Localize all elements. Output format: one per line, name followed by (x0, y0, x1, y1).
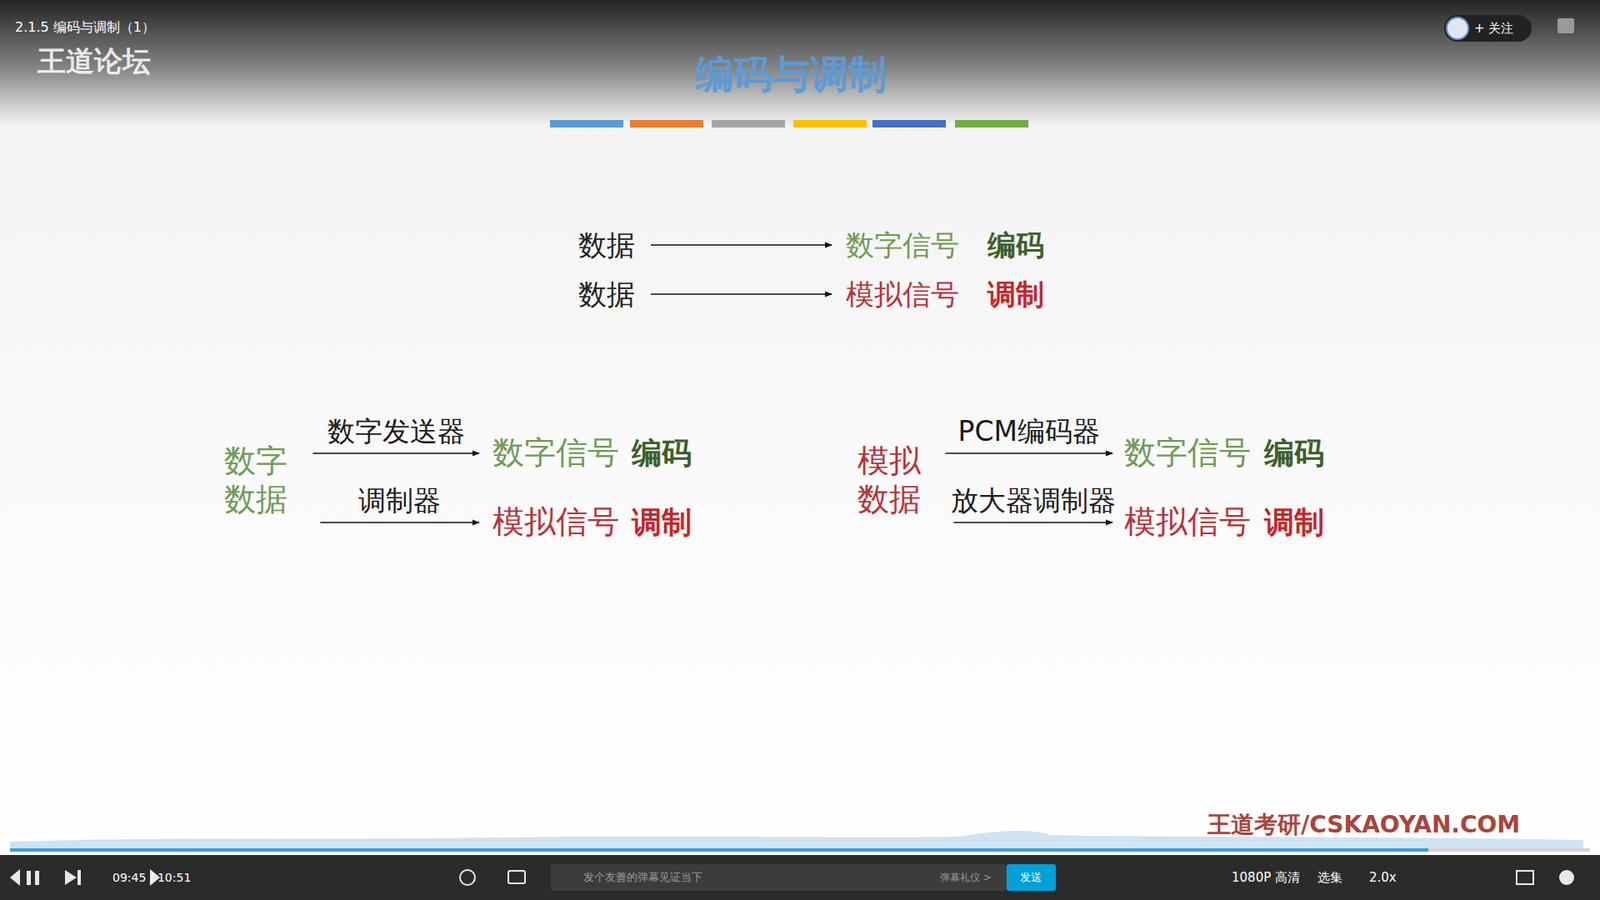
send-label: 发送 (1020, 870, 1042, 885)
progress-played (10, 848, 1429, 852)
node-text: 数字信号 (492, 434, 620, 473)
top-shade (0, 0, 1600, 125)
node-text: 数字信号 (1124, 434, 1251, 473)
arrow-connector (312, 452, 480, 455)
avatar (1446, 17, 1469, 40)
modulate-tag: 调制 (631, 504, 692, 540)
node-text: 数据 (578, 228, 635, 263)
follow-pill (1444, 15, 1532, 42)
text-node: 数字信号 (1124, 434, 1251, 473)
encode-tag: 编码 (987, 228, 1045, 263)
node-text: 模拟信号 (845, 277, 960, 312)
node-text: 数字 数据 (224, 441, 297, 520)
episodes-label: 选集 (1317, 870, 1343, 885)
speed-label: 2.0x (1369, 870, 1397, 885)
node-text: 模拟信号 (492, 503, 620, 542)
modulate-tag: 调制 (987, 277, 1045, 312)
help-icon (1557, 18, 1575, 34)
slide-title: 编码与调制 (695, 51, 887, 98)
time-display: 09:45 / 10:51 (112, 870, 191, 885)
site-watermark: 王道考研/CSKAOYAN.COM (1207, 810, 1520, 840)
device-label: 数字发送器 (327, 415, 465, 449)
follow-button: + 关注 (1474, 20, 1514, 36)
text-node: 模拟信号 (492, 503, 620, 542)
device-label: PCM编码器 (957, 415, 1100, 449)
arrow-connector (320, 521, 480, 524)
text-node: 数据 (578, 277, 635, 312)
control-bar (0, 855, 1600, 900)
node-text: 模拟 数据 (857, 441, 930, 520)
quality-label: 1080P 高清 (1231, 870, 1300, 885)
danmaku-input (550, 864, 1007, 891)
modulate-tag: 调制 (1264, 504, 1325, 540)
device-label: 调制器 (358, 484, 441, 518)
progress-track (10, 848, 1590, 852)
text-node: 数据 (578, 228, 635, 263)
text-node: 模拟信号 (1124, 503, 1251, 542)
arrow-connector (650, 244, 832, 246)
video-title: 2.1.5 编码与调制（1） (15, 19, 155, 35)
danmaku-placeholder: 发个友善的弹幕见证当下 (583, 870, 703, 885)
node-text: 模拟信号 (1124, 503, 1251, 542)
watermark: 王道论坛 (37, 44, 151, 79)
encode-tag: 编码 (1264, 435, 1325, 471)
danmaku-rules: 弹幕礼仪 > (940, 871, 992, 884)
node-text: 数字信号 (845, 228, 960, 263)
device-label: 放大器调制器 (950, 484, 1116, 518)
text-node: 数字信号 (845, 228, 960, 263)
text-node: 数字 数据 (224, 441, 297, 520)
node-text: 数据 (578, 277, 635, 312)
text-node: 模拟信号 (845, 277, 960, 312)
color-bars (550, 120, 1029, 128)
arrow-connector (953, 521, 1113, 524)
encode-tag: 编码 (631, 435, 692, 471)
text-node: 数字信号 (492, 434, 620, 473)
arrow-connector (945, 452, 1113, 455)
send-button (1006, 864, 1056, 891)
arrow-connector (650, 293, 832, 295)
text-node: 模拟 数据 (857, 441, 930, 520)
